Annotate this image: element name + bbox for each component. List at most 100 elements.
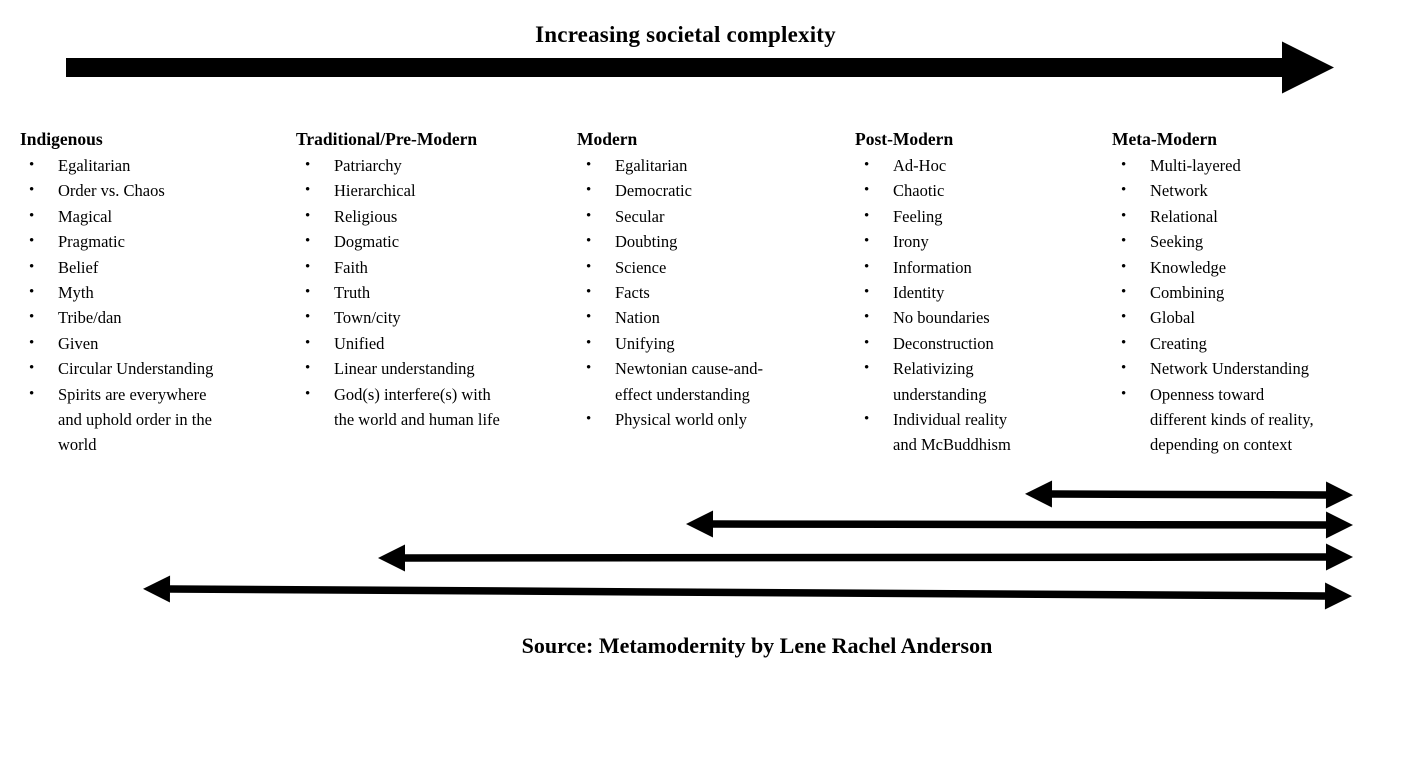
bullet-icon: • xyxy=(305,360,311,377)
list-item: • Knowledge xyxy=(1112,255,1412,280)
list-item-text: Linear understanding xyxy=(334,359,475,379)
bullet-icon: • xyxy=(1121,334,1127,351)
bullet-icon: • xyxy=(864,157,870,173)
list-item: •Chaotic xyxy=(855,178,1095,203)
column-heading: Traditional/Pre-Modern xyxy=(296,129,478,149)
column-heading: Indigenous xyxy=(20,129,103,149)
column-items: •Multi-layered•Network•Relational•Seekin… xyxy=(1112,153,1412,458)
list-item: •Combining xyxy=(1112,280,1412,305)
list-item-text: Faith xyxy=(334,257,368,277)
list-item-text: Given xyxy=(58,333,99,353)
bullet-icon: • xyxy=(864,233,870,250)
column-items: •Egalitarian•Democratic•Secular•Doubting… xyxy=(577,153,827,432)
bullet-icon: • xyxy=(305,309,311,326)
column-indigenous: Indigenous •Egalitarian•Order vs. Chaos•… xyxy=(20,126,270,458)
list-item-text: Knowledge xyxy=(1150,257,1227,277)
list-item: •Egalitarian xyxy=(20,153,270,178)
bullet-icon: • xyxy=(29,385,35,402)
bullet-icon: • xyxy=(29,258,35,275)
bullet-icon: • xyxy=(1121,284,1127,301)
list-item-text: Identity xyxy=(893,283,945,303)
list-item-text: Truth xyxy=(334,283,371,303)
bullet-icon: • xyxy=(586,233,592,250)
list-item: • Circular Understanding xyxy=(20,356,270,381)
list-item: • Spirits are everywhere and uphold order… xyxy=(20,382,270,458)
list-item-text: Religious xyxy=(334,206,398,226)
list-item-text: Secular xyxy=(615,206,665,226)
bullet-icon: • xyxy=(1121,233,1127,250)
list-item: •Network Understanding xyxy=(1112,356,1412,381)
list-item: •Hierarchical xyxy=(296,178,564,203)
list-item-text: Unified xyxy=(334,333,385,353)
list-item: •Doubting xyxy=(577,229,827,254)
range-arrow-2 xyxy=(686,510,1353,539)
list-item: •Multi-layered xyxy=(1112,153,1412,178)
bullet-icon: • xyxy=(1121,258,1127,275)
range-arrow-1 xyxy=(1025,480,1353,509)
list-item: •Nation xyxy=(577,305,827,330)
list-item: •Myth xyxy=(20,280,270,305)
list-item: •Town/city xyxy=(296,305,564,330)
bullet-icon: • xyxy=(864,360,870,377)
list-item-text: Democratic xyxy=(615,181,692,201)
bullet-icon: • xyxy=(1121,385,1127,402)
list-item: •Belief xyxy=(20,255,270,280)
list-item: •Deconstruction xyxy=(855,331,1095,356)
bullet-icon: • xyxy=(29,360,35,377)
bullet-icon: • xyxy=(305,182,311,199)
list-item: • Magical xyxy=(20,204,270,229)
list-item-text: Chaotic xyxy=(893,181,945,201)
list-item: •Feeling xyxy=(855,204,1095,229)
list-item-text: Seeking xyxy=(1150,232,1204,252)
list-item-text: Multi-layered xyxy=(1150,156,1241,175)
list-item-text: Patriarchy xyxy=(334,156,402,175)
bullet-icon: • xyxy=(1121,309,1127,326)
column-modern: Modern •Egalitarian•Democratic•Secular•D… xyxy=(577,126,827,432)
list-item-text: Myth xyxy=(58,283,94,303)
bullet-icon: • xyxy=(305,207,311,224)
list-item: • Religious xyxy=(296,204,564,229)
list-item: •Secular xyxy=(577,204,827,229)
list-item-text: Magical xyxy=(58,206,113,226)
list-item: •Network xyxy=(1112,178,1412,203)
list-item-text: Science xyxy=(615,257,667,277)
list-item-text: Openness toward different kinds of reali… xyxy=(1150,384,1314,455)
list-item: •Identity xyxy=(855,280,1095,305)
column-traditional-pre-modern: Traditional/Pre-Modern • Patriarchy •Hiera… xyxy=(296,126,564,432)
list-item: •Information xyxy=(855,255,1095,280)
list-item: •God(s) interfere(s) with the world and … xyxy=(296,382,564,433)
list-item: •Faith xyxy=(296,255,564,280)
bullet-icon: • xyxy=(29,157,35,173)
bullet-icon: • xyxy=(29,207,35,224)
range-arrow-4 xyxy=(143,575,1352,610)
list-item-text: Relational xyxy=(1150,206,1218,226)
column-heading: Meta-Modern xyxy=(1112,129,1217,149)
source-caption: Source: Metamodernity by Lene Rachel And… xyxy=(521,633,993,658)
list-item: • Seeking xyxy=(1112,229,1412,254)
list-item-text: No boundaries xyxy=(893,308,990,328)
list-item: •Unifying xyxy=(577,331,827,356)
bullet-icon: • xyxy=(1121,207,1127,224)
list-item-text: Spirits are everywhere and uphold order … xyxy=(58,384,212,455)
list-item-text: Circular Understanding xyxy=(58,359,214,379)
list-item: •Irony xyxy=(855,229,1095,254)
list-item-text: Nation xyxy=(615,308,660,328)
list-item: •Democratic xyxy=(577,178,827,203)
bullet-icon: • xyxy=(1121,182,1127,199)
list-item-text: Pragmatic xyxy=(58,232,125,252)
column-post-modern: Post-Modern •Ad-Hoc•Chaotic•Feeling•Iron… xyxy=(855,126,1095,458)
list-item: •Individual reality and McBuddhism xyxy=(855,407,1095,458)
bullet-icon: • xyxy=(29,334,35,351)
column-items: •Ad-Hoc•Chaotic•Feeling•Irony•Informatio… xyxy=(855,153,1095,458)
list-item: •Truth xyxy=(296,280,564,305)
list-item-text: Unifying xyxy=(615,333,675,353)
list-item: •Creating xyxy=(1112,331,1412,356)
list-item: •Science xyxy=(577,255,827,280)
column-items: •Egalitarian•Order vs. Chaos•Magical•Pra… xyxy=(20,153,270,458)
bullet-icon: • xyxy=(864,309,870,326)
list-item: • Given xyxy=(20,331,270,356)
list-item: •Global xyxy=(1112,305,1412,330)
list-item-text: Network Understanding xyxy=(1150,359,1310,379)
column-items: •Patriarchy•Hierarchical•Religious•Dogma… xyxy=(296,153,564,432)
